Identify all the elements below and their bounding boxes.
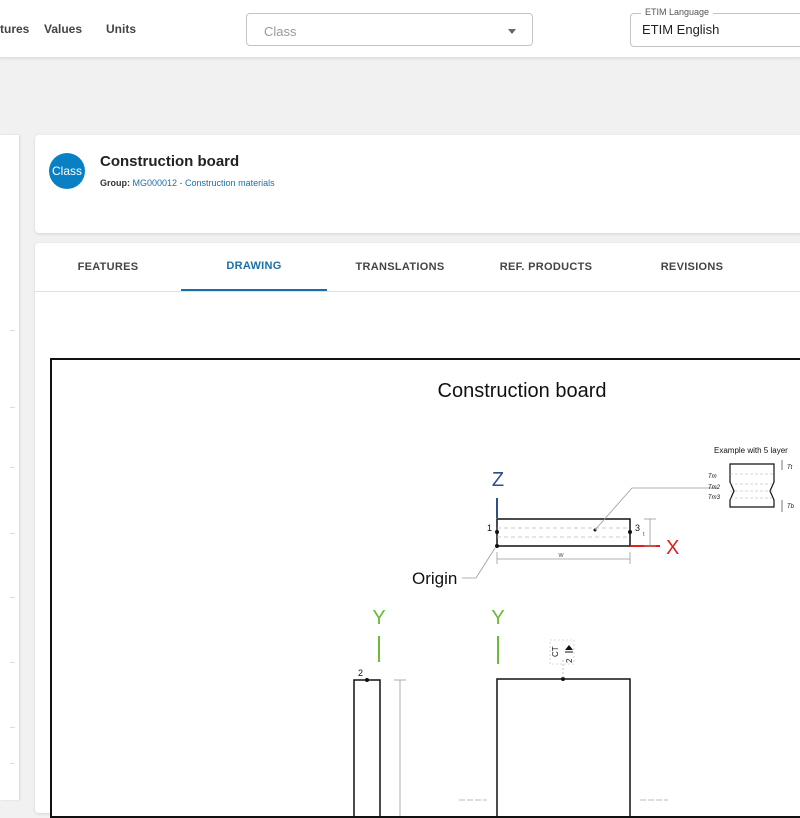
group-link[interactable]: MG000012 - Construction materials [132, 178, 275, 188]
cl-arrow-icon [565, 645, 573, 650]
class-avatar: Class [49, 153, 85, 189]
tab-drawing[interactable]: DRAWING [181, 243, 327, 291]
nav-features[interactable]: tures [0, 22, 30, 36]
divider [10, 467, 15, 468]
tab-revisions[interactable]: REVISIONS [660, 261, 724, 273]
top-bar: tures Values Units Class ETIM Language E… [0, 0, 800, 58]
board-front-view [496, 518, 631, 547]
layer-tm3-label: Tm3 [708, 495, 721, 501]
tab-translations[interactable]: TRANSLATIONS [355, 261, 445, 273]
cl-label: CT [551, 646, 560, 657]
point-1-label: 1 [487, 523, 492, 533]
board-top-view [496, 678, 631, 816]
tab-ref-products[interactable]: REF. PRODUCTS [499, 261, 593, 273]
cl-value: 2 [565, 658, 574, 663]
layer-tb-label: Tb [787, 504, 795, 510]
board-side-view [353, 679, 381, 816]
layer-leader [594, 487, 717, 531]
point-2-marker [365, 678, 369, 682]
divider [10, 597, 15, 598]
language-value: ETIM English [642, 22, 720, 37]
divider [10, 662, 15, 663]
language-legend: ETIM Language [641, 7, 714, 17]
layer-example-board [729, 463, 775, 508]
group-label: Group: [100, 178, 130, 188]
layer-tt-label: Tt [787, 465, 793, 471]
point-3-marker [628, 530, 632, 534]
divider [10, 763, 15, 764]
centerline-marker [561, 677, 565, 681]
tab-bar: FEATURES DRAWING TRANSLATIONS REF. PRODU… [35, 243, 800, 292]
layer-tm2-label: Tm2 [708, 485, 721, 491]
layer-tm-label: Tm [708, 474, 717, 480]
class-select[interactable]: Class [246, 13, 533, 46]
language-select[interactable]: ETIM Language ETIM English [630, 7, 800, 47]
divider [10, 727, 15, 728]
dim-w-label: w [557, 552, 564, 559]
example-note: Example with 5 layer [714, 446, 788, 455]
point-1-marker [495, 530, 499, 534]
drawing-canvas: Construction board Z 1 3 X t w Origin [353, 380, 795, 816]
origin-leader [462, 547, 496, 579]
chevron-down-icon [508, 29, 516, 34]
technical-drawing: Construction board Z 1 3 X t w Origin [50, 358, 800, 818]
class-select-placeholder: Class [264, 24, 297, 39]
divider [10, 533, 15, 534]
divider [10, 407, 15, 408]
dim-t-label: t [643, 532, 645, 538]
nav-units[interactable]: Units [106, 22, 136, 36]
point-3-label: 3 [635, 523, 640, 533]
group-info: Group: MG000012 - Construction materials [100, 178, 275, 188]
drawing-title: Construction board [438, 380, 607, 402]
axis-y-side-label: Y [372, 607, 385, 629]
point-2-label: 2 [358, 668, 363, 678]
axis-x-label: X [666, 537, 679, 559]
origin-label: Origin [412, 569, 457, 588]
origin-marker [495, 544, 499, 548]
class-header-card: Class Construction board Group: MG000012… [35, 135, 800, 233]
page-title: Construction board [100, 153, 240, 170]
tab-features[interactable]: FEATURES [77, 261, 139, 273]
nav-values[interactable]: Values [44, 22, 83, 36]
axis-z-label: Z [492, 469, 504, 491]
left-panel [0, 135, 19, 800]
axis-y-top-label: Y [491, 607, 504, 629]
divider [10, 330, 15, 331]
cl-symbol-box [549, 639, 575, 665]
